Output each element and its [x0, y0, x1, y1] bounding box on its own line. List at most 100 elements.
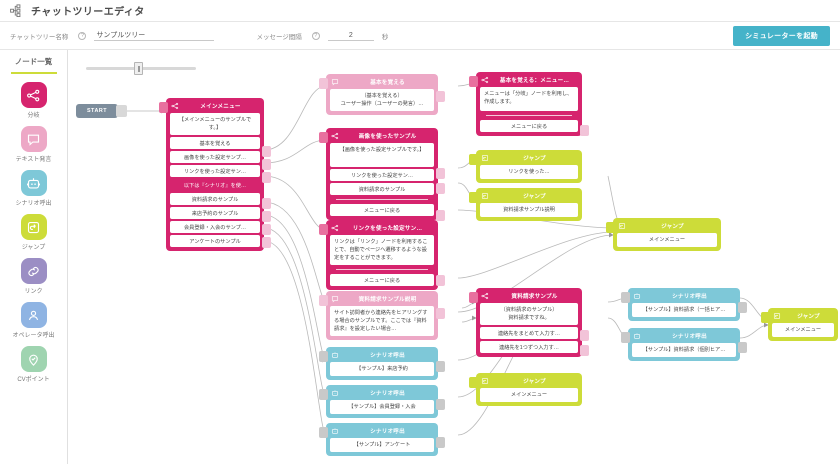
node-link-sample[interactable]: リンクを使った設定サン… リンクは「リンク」ノードを利用することで、自動でページ…	[319, 220, 445, 291]
node-output-port[interactable]	[262, 224, 271, 235]
flow-canvas[interactable]: START メインメニュー 【メインメニューのサンプルです。】 基本を覚える 画…	[68, 50, 840, 464]
node-output-port[interactable]	[580, 330, 589, 341]
launch-simulator-button[interactable]: シミュレーターを起動	[733, 25, 830, 46]
node-input-port[interactable]	[621, 292, 630, 303]
node-input-port[interactable]	[469, 377, 478, 388]
node-scenario-survey[interactable]: シナリオ呼出 【サンプル】アンケート	[319, 423, 445, 457]
node-input-port[interactable]	[319, 224, 328, 235]
node-output-port[interactable]	[262, 211, 271, 222]
node-output-port[interactable]	[436, 91, 445, 102]
node-output-port[interactable]	[262, 172, 271, 183]
node-main-menu[interactable]: メインメニュー 【メインメニューのサンプルです。】 基本を覚える 画像を使った設…	[159, 98, 271, 252]
palette-item-text[interactable]: テキスト発言	[0, 126, 67, 163]
node-output-port[interactable]	[436, 361, 445, 372]
node-scenario-visit[interactable]: シナリオ呼出 【サンプル】来店予約	[319, 347, 445, 381]
node-output-port[interactable]	[436, 183, 445, 194]
zoom-slider[interactable]	[86, 62, 196, 75]
node-option[interactable]: アンケートのサンプル	[170, 235, 260, 248]
node-input-port[interactable]	[319, 295, 328, 306]
node-basic-menu[interactable]: 基本を覚える：メニュー… メニューは「分岐」ノードを利用し、作成します。 メニュ…	[469, 72, 589, 136]
node-option[interactable]: 来店予約のサンプル	[170, 207, 260, 220]
node-output-port[interactable]	[436, 275, 445, 286]
node-layer: START メインメニュー 【メインメニューのサンプルです。】 基本を覚える 画…	[68, 50, 840, 464]
node-output-port[interactable]	[436, 437, 445, 448]
node-input-port[interactable]	[319, 427, 328, 438]
node-output-port[interactable]	[436, 210, 445, 221]
node-input-port[interactable]	[319, 351, 328, 362]
palette-item-cvpoint[interactable]: CVポイント	[0, 346, 67, 383]
node-output-port[interactable]	[262, 237, 271, 248]
node-image-sample[interactable]: 画像を使ったサンプル 【画像を使った設定サンプルです。】 リンクを使った設定サン…	[319, 128, 445, 221]
node-output-port[interactable]	[262, 198, 271, 209]
node-output-port[interactable]	[436, 308, 445, 319]
node-option[interactable]: 連絡先を1つずつ入力す…	[480, 341, 578, 354]
tree-name-input[interactable]	[94, 30, 215, 41]
branch-icon	[481, 292, 489, 300]
node-input-port[interactable]	[319, 132, 328, 143]
jump-icon	[618, 222, 626, 230]
node-option[interactable]: 資料請求のサンプル	[330, 183, 434, 195]
palette-item-link[interactable]: リンク	[0, 258, 67, 295]
node-input-port[interactable]	[159, 102, 168, 113]
app-header: チャットツリーエディタ	[0, 0, 840, 22]
node-jump-main-1[interactable]: ジャンプ メインメニュー	[606, 218, 721, 252]
speech-bubble-icon	[331, 295, 339, 303]
node-doc-request-desc[interactable]: 資料請求サンプル説明 サイト訪問者から連絡先をヒアリングする場合のサンプルです。…	[319, 291, 445, 341]
node-input-port[interactable]	[469, 192, 478, 203]
message-interval-help-icon[interactable]: ?	[311, 31, 320, 40]
message-interval-input[interactable]	[327, 30, 374, 41]
node-message: メニューは「分岐」ノードを利用し、作成します。	[480, 87, 578, 111]
start-node-port[interactable]	[116, 105, 127, 117]
node-jump-main-3[interactable]: ジャンプ メインメニュー	[761, 308, 838, 342]
zoom-slider-thumb[interactable]	[134, 62, 143, 75]
node-input-port[interactable]	[606, 222, 615, 233]
node-option[interactable]: 会員登録・入会のサンプ…	[170, 221, 260, 234]
node-input-port[interactable]	[469, 76, 478, 87]
node-jump-doc-desc[interactable]: ジャンプ 資料請求サンプル説明	[469, 188, 582, 222]
node-output-port[interactable]	[436, 168, 445, 179]
palette-item-jump[interactable]: ジャンプ	[0, 214, 67, 251]
start-node[interactable]: START	[76, 104, 118, 118]
node-option[interactable]: 画像を使った設定サンプ…	[170, 151, 260, 164]
node-output-port[interactable]	[262, 146, 271, 157]
palette-item-operator[interactable]: オペレータ呼出	[0, 302, 67, 339]
node-option[interactable]: メニューに戻る	[330, 274, 434, 287]
speech-bubble-icon	[331, 78, 339, 86]
node-scenario-member[interactable]: シナリオ呼出 【サンプル】会員登録・入会	[319, 385, 445, 419]
node-output-port[interactable]	[738, 342, 747, 353]
node-option[interactable]: リンクを使った設定サン…	[330, 169, 434, 181]
node-output-port[interactable]	[580, 345, 589, 356]
node-divider	[486, 115, 572, 116]
node-doc-request[interactable]: 資料請求サンプル （資料請求のサンプル） 資料請求ですね。 連絡先をまとめて入力…	[469, 288, 589, 358]
node-jump-link[interactable]: ジャンプ リンクを使った…	[469, 150, 582, 184]
node-option[interactable]: 以下は『シナリオ』を使…	[183, 182, 247, 189]
tree-name-help-icon[interactable]: ?	[78, 31, 87, 40]
node-output-port[interactable]	[436, 399, 445, 410]
node-scenario-doc-each[interactable]: シナリオ呼出 【サンプル】資料請求（個別ヒア…	[621, 328, 747, 362]
node-output-port[interactable]	[262, 159, 271, 170]
node-option[interactable]: メニューに戻る	[330, 204, 434, 216]
node-title: 資料請求サンプル説明	[358, 296, 417, 303]
palette-item-scenario[interactable]: シナリオ呼出	[0, 170, 67, 207]
node-input-port[interactable]	[469, 292, 478, 303]
node-option[interactable]: 連絡先をまとめて入力す…	[480, 327, 578, 340]
node-header: シナリオ呼出	[630, 290, 738, 301]
node-input-port[interactable]	[319, 78, 328, 89]
node-input-port[interactable]	[761, 312, 770, 323]
node-output-port[interactable]	[738, 302, 747, 313]
node-option[interactable]: 資料請求のサンプル	[170, 193, 260, 206]
node-option[interactable]: リンクを使った設定サン…	[170, 165, 260, 178]
node-input-port[interactable]	[319, 389, 328, 400]
node-header: 画像を使ったサンプル	[328, 130, 436, 141]
node-header: ジャンプ	[770, 310, 836, 321]
node-basic-learn[interactable]: 基本を覚える （基本を覚える） ユーザー操作（ユーザーの発言）…	[319, 74, 445, 116]
node-input-port[interactable]	[469, 154, 478, 165]
node-jump-main-2[interactable]: ジャンプ メインメニュー	[469, 373, 582, 407]
node-output-port[interactable]	[580, 125, 589, 136]
robot-icon	[20, 170, 47, 196]
node-scenario-doc-batch[interactable]: シナリオ呼出 【サンプル】資料請求（一括ヒア…	[621, 288, 747, 322]
palette-item-branch[interactable]: 分岐	[0, 82, 67, 119]
node-option[interactable]: 基本を覚える	[170, 137, 260, 150]
node-input-port[interactable]	[621, 332, 630, 343]
node-option[interactable]: メニューに戻る	[480, 120, 578, 132]
